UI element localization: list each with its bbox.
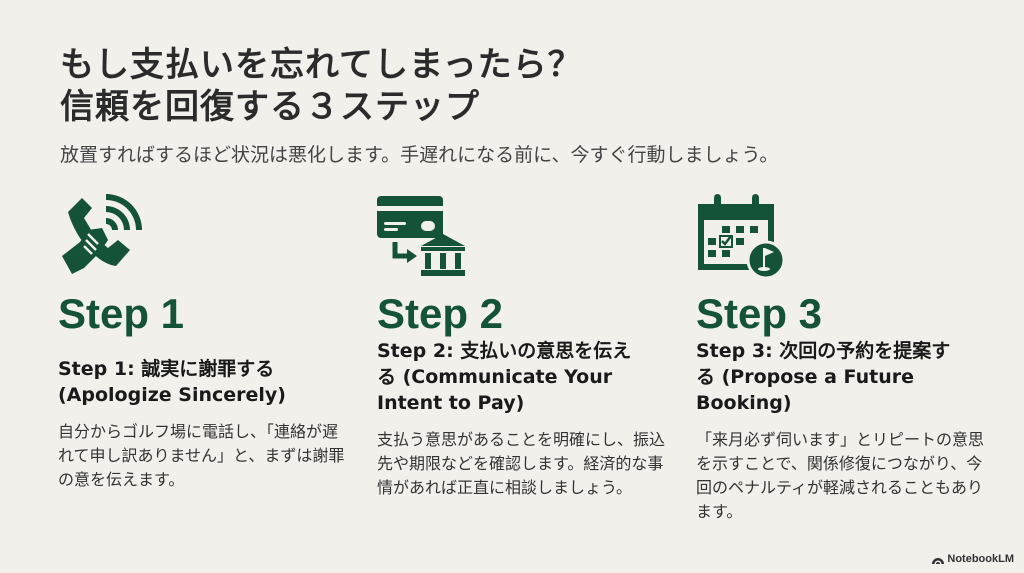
title-line-2: 信頼を回復する３ステップ — [60, 87, 480, 127]
calendar-golf-icon — [698, 194, 786, 280]
page-title: もし支払いを忘れてしまったら？ 信頼を回復する３ステップ — [60, 44, 583, 128]
step-3-label: Step 3 — [696, 290, 823, 337]
notebooklm-logo-icon — [932, 557, 945, 564]
step-1-label: Step 1 — [58, 290, 185, 337]
step-2-heading: Step 2: 支払いの意思を伝える (Communicate Your Int… — [377, 340, 632, 414]
title-line-1: もし支払いを忘れてしまったら？ — [60, 45, 583, 85]
brand-watermark: NotebookLM — [932, 553, 1014, 565]
brand-name: NotebookLM — [947, 553, 1014, 565]
step-3-heading: Step 3: 次回の予約を提案する (Propose a Future Boo… — [696, 340, 951, 414]
card-to-bank-icon — [377, 196, 465, 276]
step-2-body: 支払う意思があることを明確にし、振込先や期限などを確認します。経済的な事情があれ… — [377, 430, 666, 497]
step-3-body: 「来月必ず伺います」とリピートの意思を示すことで、関係修復につながり、今回のペナ… — [696, 430, 985, 521]
step-3-column: Step 3 Step 3: 次回の予約を提案する (Propose a Fut… — [696, 190, 996, 524]
step-2-column: Step 2 Step 2: 支払いの意思を伝える (Communicate Y… — [377, 190, 677, 500]
step-2-label: Step 2 — [377, 290, 504, 337]
step-1-column: Step 1 Step 1: 誠実に謝罪する (Apologize Sincer… — [58, 190, 358, 492]
step-1-heading: Step 1: 誠実に謝罪する (Apologize Sincerely) — [58, 358, 286, 406]
phone-hand-icon — [62, 194, 142, 274]
subtitle: 放置すればするほど状況は悪化します。手遅れになる前に、今すぐ行動しましょう。 — [60, 144, 779, 166]
step-1-body: 自分からゴルフ場に電話し、「連絡が遅れて申し訳ありません」と、まずは謝罪の意を伝… — [58, 422, 345, 489]
